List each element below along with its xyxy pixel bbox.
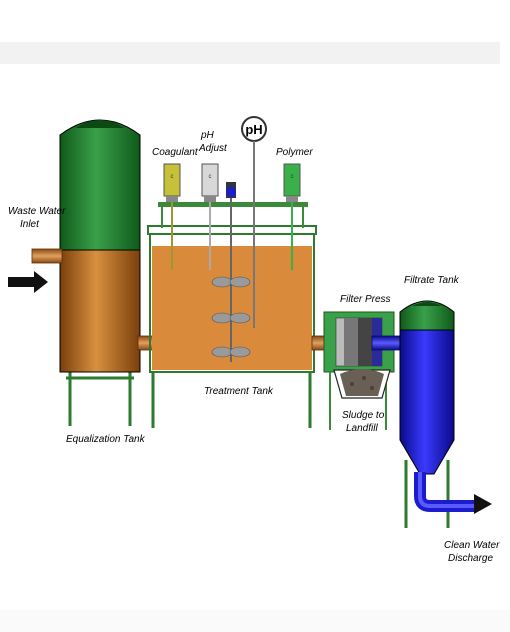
label-ph-adjust-2: Adjust [198,143,228,154]
ph-probe [241,116,267,328]
label-equalization-tank: Equalization Tank [66,434,146,445]
svg-text:c: c [171,174,174,180]
labels: Waste Water Inlet Coagulant pH Adjust pH… [8,122,500,564]
label-coagulant: Coagulant [152,147,199,158]
bottom-bar [0,610,510,632]
label-filter-press: Filter Press [340,294,391,305]
label-waste-water-inlet-2: Inlet [20,219,40,230]
label-treatment-tank: Treatment Tank [204,386,274,397]
label-filtrate-tank: Filtrate Tank [404,275,460,286]
connector-pipe-1 [137,335,155,351]
svg-text:c: c [291,174,294,180]
label-clean-water-2: Discharge [448,553,493,564]
label-polymer: Polymer [276,147,313,158]
inlet-pipe [8,248,63,293]
svg-text:c: c [209,174,212,180]
label-ph-adjust-1: pH [200,130,215,141]
label-sludge-1: Sludge to [342,410,385,421]
ph-adjust-tank: c [201,163,219,270]
filtrate-pipe [371,335,405,351]
label-sludge-2: Landfill [346,423,378,434]
coagulant-tank: c [163,163,181,270]
mixer [211,182,251,362]
label-ph-probe: pH [245,122,262,137]
polymer-tank: c [283,163,301,270]
label-clean-water-1: Clean Water [444,540,500,551]
label-waste-water-inlet-1: Waste Water [8,206,66,217]
top-bar [0,42,500,64]
equalization-tank [59,119,141,426]
filtrate-tank [399,300,492,528]
